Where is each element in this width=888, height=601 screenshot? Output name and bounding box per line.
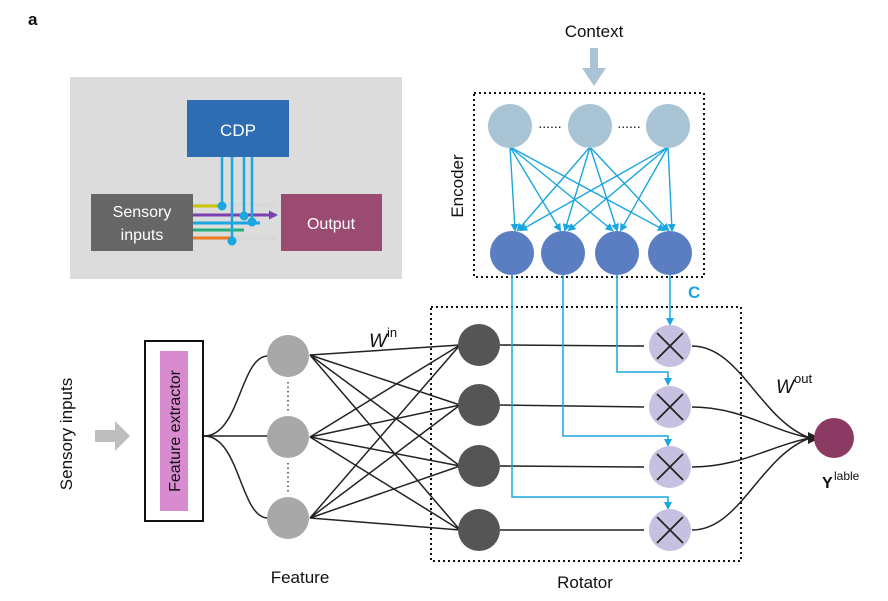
sensory-inputs-box [91, 194, 193, 251]
win-edge [309, 436, 461, 467]
rotator-edge [499, 404, 645, 408]
encoder-edge [516, 146, 591, 232]
encoder-output-node [541, 231, 585, 275]
encoder-dots: ...... [617, 115, 640, 131]
context-routing [511, 275, 674, 510]
encoder-input-node [488, 104, 532, 148]
w-in-main: W [369, 331, 389, 352]
encoder-dots: ...... [538, 115, 561, 131]
feature-extractor-fill [160, 351, 188, 511]
output-box [281, 194, 382, 251]
multiplier-node [649, 386, 691, 428]
w-out-superscript: out [794, 371, 812, 386]
encoder-output-node [490, 231, 534, 275]
encoder-edge [509, 146, 666, 231]
cdp-label: CDP [220, 121, 256, 140]
encoder-edge [509, 146, 519, 232]
rotator-edge [499, 465, 645, 468]
encoder-edge [562, 146, 591, 232]
win-edge [309, 404, 461, 438]
win-edge [309, 344, 461, 356]
win-edge [309, 465, 461, 519]
inset-panel: CDP Sensory inputs Output [70, 77, 402, 279]
multiplier-node [649, 509, 691, 551]
w-in-superscript: in [387, 325, 397, 340]
w-out-label: W [776, 377, 796, 398]
context-arrow [582, 48, 606, 86]
cdp-box [187, 100, 289, 157]
extractor-edge [203, 355, 269, 437]
inset-sensory-label-line2: inputs [121, 227, 164, 244]
feature-extractor-label: Feature extractor [167, 369, 184, 492]
encoder-edge [509, 146, 562, 232]
output-label: Output [307, 216, 356, 233]
encoder-label: Encoder [448, 154, 467, 218]
cdp-junction-dot [227, 236, 237, 246]
win-edge [309, 354, 461, 467]
multiplier-node [649, 446, 691, 488]
encoder-edge [589, 146, 670, 232]
wout-edge [691, 437, 811, 468]
rotator-node [458, 509, 500, 551]
inset-sensory-label-line1: Sensory [113, 204, 172, 221]
cdp-junction-dot [217, 201, 227, 211]
routing-line [616, 275, 672, 386]
win-edge [309, 354, 461, 406]
wout-edge [691, 437, 811, 531]
rotator-box [430, 306, 742, 562]
feature-node [267, 335, 309, 377]
win-edge [309, 436, 461, 531]
routing-line [511, 275, 672, 510]
wout-edge [691, 345, 811, 439]
cdp-junction-dot [247, 217, 257, 227]
sensory-inputs-label: Sensory inputs [57, 378, 76, 490]
multiplier-node [649, 325, 691, 367]
rotator-label: Rotator [557, 573, 613, 592]
cdp-junction-dot [239, 211, 249, 221]
context-label: Context [565, 22, 624, 41]
win-edge [309, 517, 461, 531]
win-edge [309, 404, 461, 519]
wout-edge [691, 406, 811, 439]
c-label: C [688, 283, 700, 302]
y-label: Y [822, 475, 833, 492]
feature-node [267, 416, 309, 458]
encoder-edge [667, 146, 676, 232]
main-network-edges [203, 344, 811, 531]
encoder-box [473, 92, 705, 278]
routing-line [562, 275, 672, 447]
w-in-label: W [369, 331, 389, 352]
win-edge [309, 354, 461, 531]
extractor-edge [203, 435, 269, 519]
feature-label: Feature [271, 568, 330, 587]
rotator-node [458, 445, 500, 487]
w-out-main: W [776, 377, 796, 398]
win-edge [309, 344, 461, 519]
encoder-input-node [568, 104, 612, 148]
rotator-edge [499, 344, 645, 347]
win-edge [309, 344, 461, 438]
panel-letter: a [28, 10, 38, 29]
encoder-input-node [646, 104, 690, 148]
feature-node [267, 497, 309, 539]
encoder-edge [620, 146, 669, 232]
encoder-edge [589, 146, 619, 232]
rotator-node [458, 384, 500, 426]
y-superscript: lable [834, 469, 860, 483]
encoder-output-node [595, 231, 639, 275]
sensory-inputs-arrow [95, 421, 130, 451]
encoder-edge [567, 146, 669, 232]
encoder-edge [519, 146, 669, 231]
rotator-node [458, 324, 500, 366]
y-output-node [814, 418, 854, 458]
encoder-output-node [648, 231, 692, 275]
encoder-connections [509, 146, 676, 232]
encoder-edge [509, 146, 614, 232]
